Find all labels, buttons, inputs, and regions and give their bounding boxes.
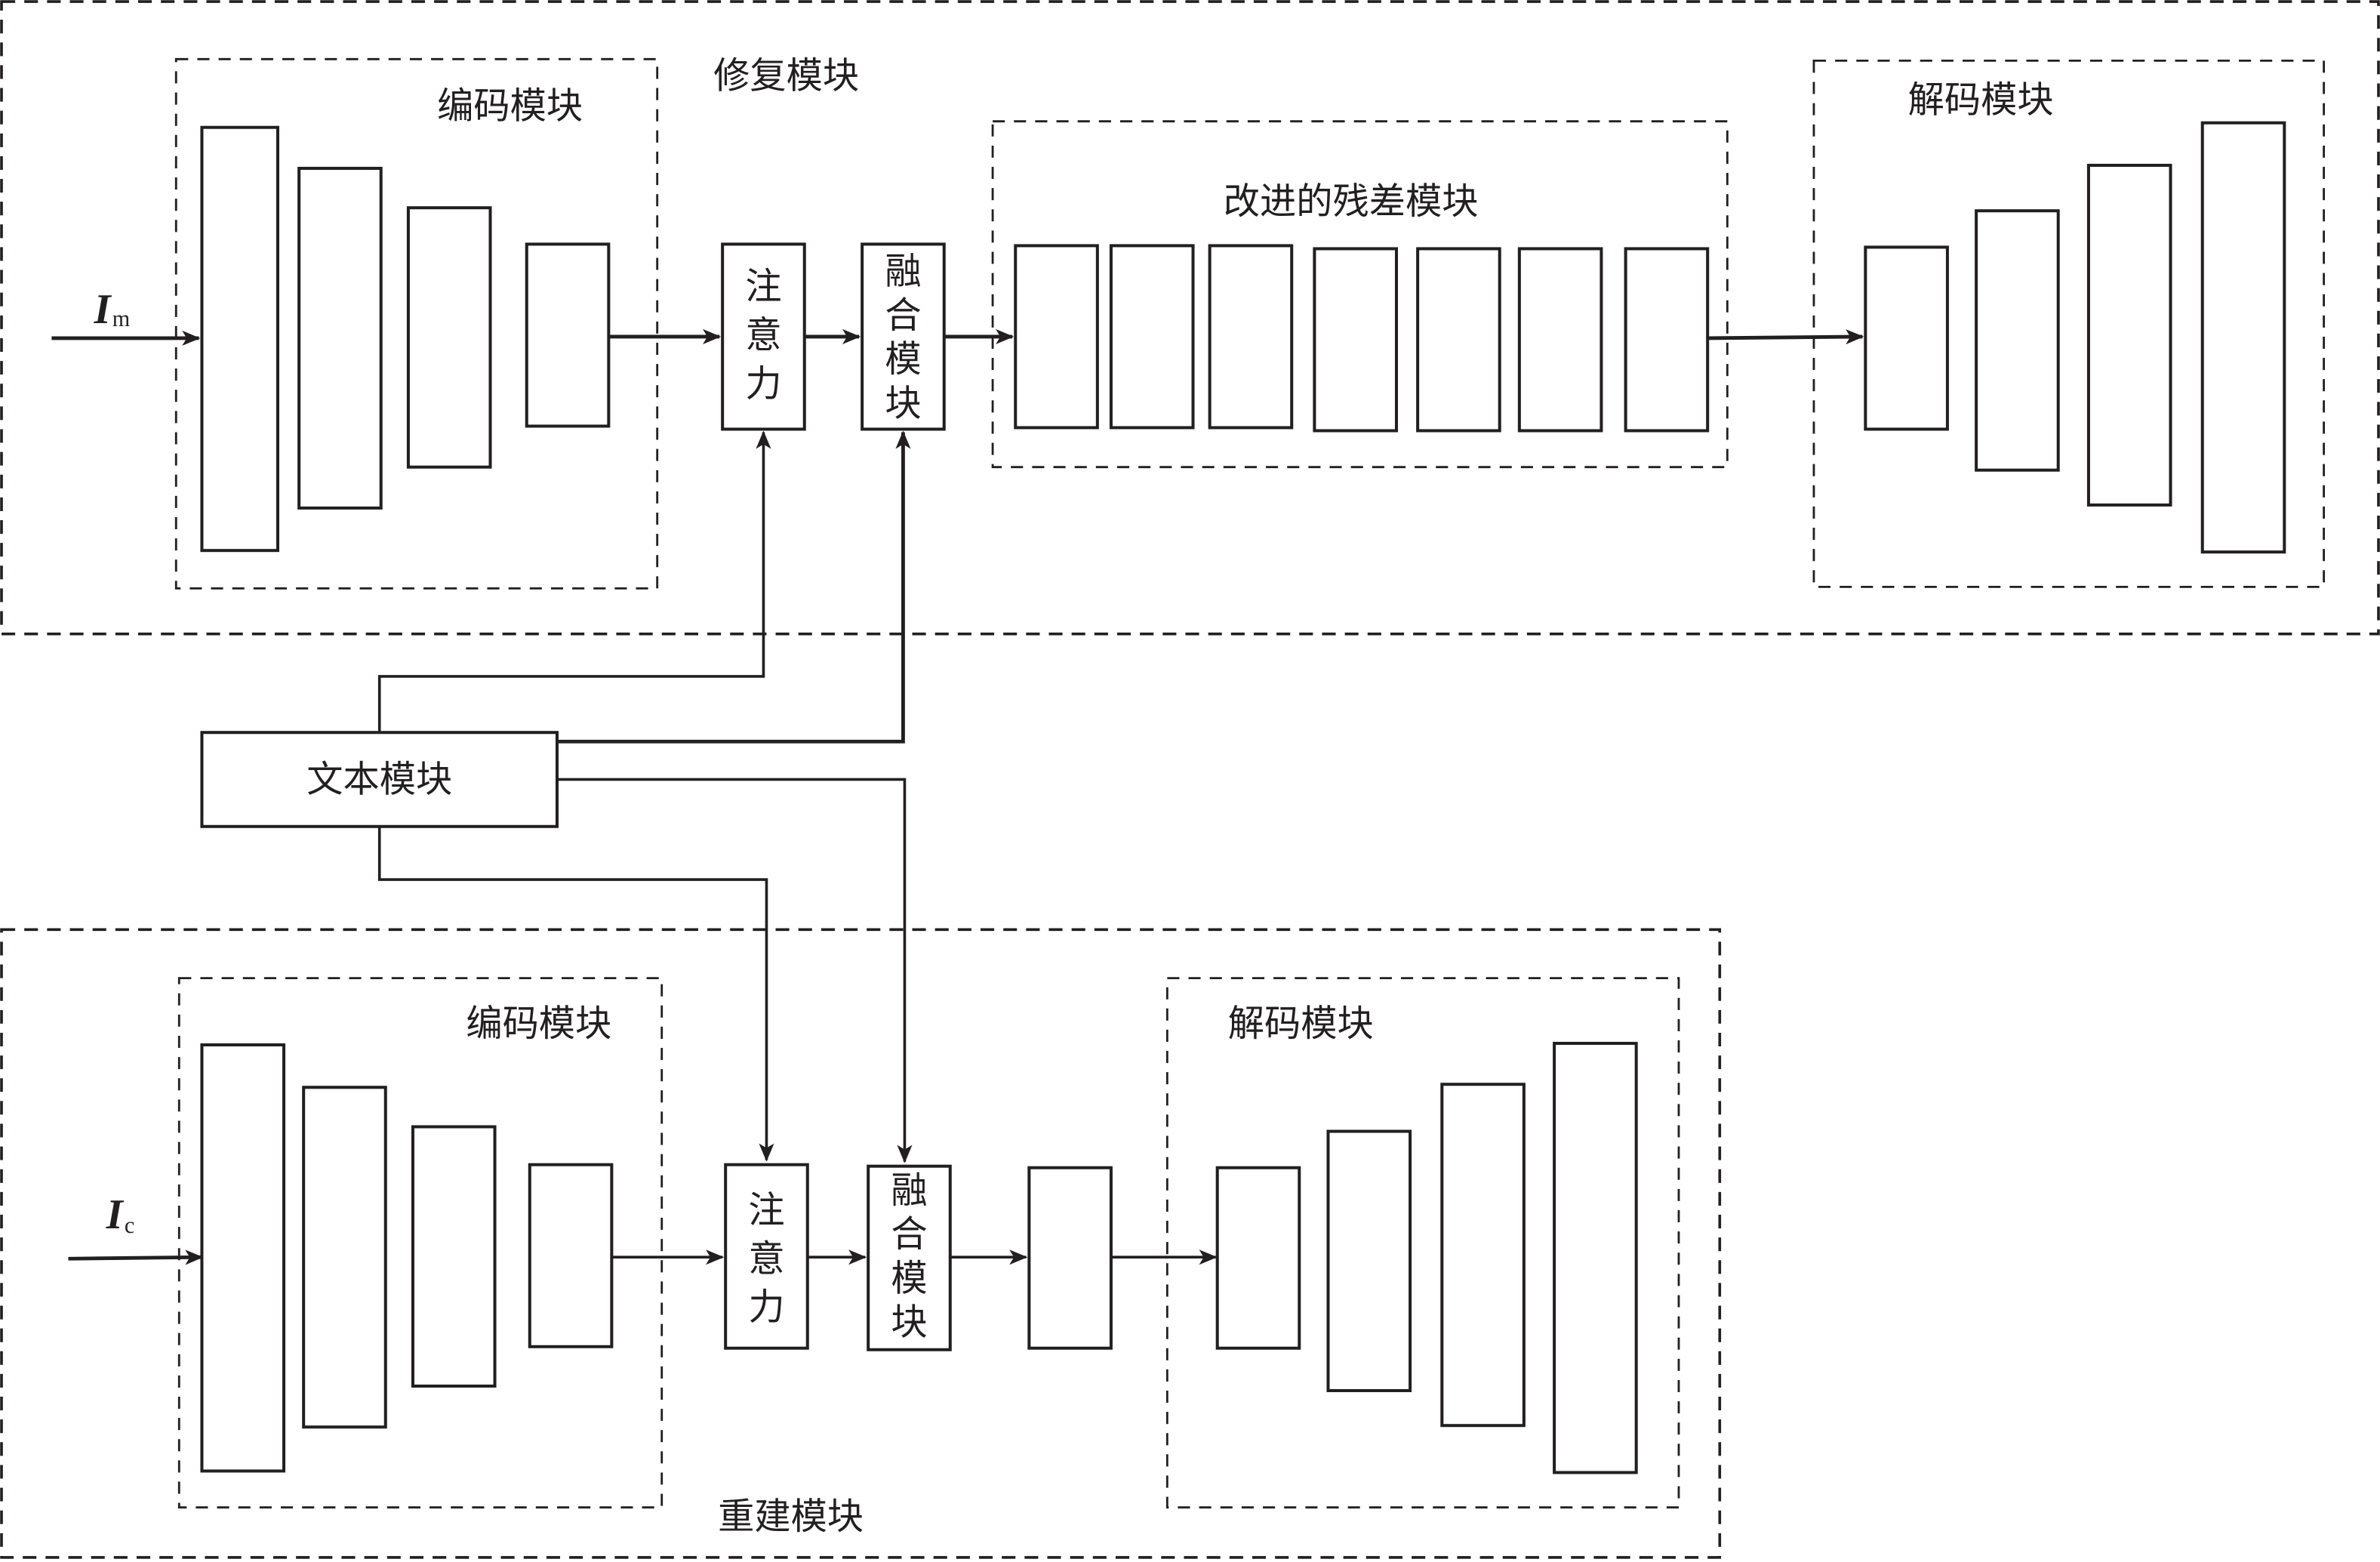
text-to-repair-attention-connector <box>377 430 771 733</box>
input-ic-subscript: c <box>125 1212 134 1238</box>
decoder-layer <box>1215 1166 1301 1350</box>
repair-module-frame <box>0 0 2380 636</box>
encoder-layer <box>200 125 279 553</box>
residual-module-frame <box>991 120 1729 469</box>
repair-decoder: 解码模块 <box>1812 59 2326 588</box>
fusion-char: 块 <box>885 382 921 424</box>
repair-module-title: 修复模块 <box>713 55 859 97</box>
attention-box <box>724 1163 809 1350</box>
text-to-reconstruction-attention-connector <box>377 826 774 1162</box>
intermediate-block <box>1027 1166 1113 1350</box>
reconstruction-decoder: 解码模块 <box>1165 977 1680 1509</box>
residual-block <box>1208 244 1294 430</box>
fusion-char: 模 <box>885 338 921 380</box>
encoder-layer <box>528 1163 614 1348</box>
repair-decoder-frame <box>1812 59 2326 588</box>
encoder-layer <box>297 166 383 510</box>
reconstruction-decoder-title: 解码模块 <box>1228 1003 1374 1045</box>
text-to-reconstruction-fusion-connector <box>556 778 913 1163</box>
residual-module: 改进的残差模块 <box>991 120 1729 469</box>
repair-attention-block: 注 意 力 <box>721 242 806 431</box>
residual-module-title: 改进的残差模块 <box>1224 180 1479 223</box>
residual-block <box>1014 244 1099 430</box>
input-ic-symbol: I <box>106 1191 125 1238</box>
reconstruction-module-frame <box>0 928 1722 1559</box>
decoder-layer <box>1553 1042 1638 1474</box>
repair-decoder-title: 解码模块 <box>1908 79 2054 122</box>
attention-char: 力 <box>745 362 781 405</box>
repair-fusion-block: 融 合 模 块 <box>861 242 946 431</box>
encoder-layer <box>200 1043 286 1473</box>
repair-encoder-title: 编码模块 <box>437 85 583 128</box>
decoder-layer <box>1440 1083 1526 1428</box>
repair-encoder-frame <box>174 57 659 590</box>
repair-encoder: 编码模块 <box>174 57 659 590</box>
reconstruction-module-title: 重建模块 <box>718 1496 864 1538</box>
input-ic-arrow <box>68 1249 204 1265</box>
attention-char: 意 <box>748 1237 784 1280</box>
decoder-layer <box>1975 209 2060 472</box>
residual-block <box>1313 247 1398 433</box>
reconstruction-fusion-block: 融 合 模 块 <box>867 1164 952 1351</box>
reconstruction-encoder-frame <box>177 977 664 1509</box>
text-module: 文本模块 <box>200 731 559 828</box>
encoder-layer <box>411 1125 497 1388</box>
text-to-repair-fusion-connector <box>556 430 911 744</box>
decoder-layer <box>1326 1129 1412 1393</box>
encoder-layer <box>302 1086 387 1429</box>
encoder-layer <box>406 206 492 469</box>
residual-block <box>1416 247 1501 433</box>
input-im-subscript: m <box>112 306 130 331</box>
reconstruction-encoder: 编码模块 <box>177 977 664 1509</box>
residual-block <box>1517 247 1603 433</box>
encoder-layer <box>525 242 611 428</box>
fusion-char: 融 <box>891 1169 927 1212</box>
attention-char: 意 <box>745 314 781 356</box>
fusion-char: 融 <box>885 251 921 293</box>
decoder-layer <box>2086 163 2172 507</box>
fusion-char: 合 <box>885 294 921 337</box>
residual-block <box>1624 247 1710 433</box>
fusion-char: 模 <box>891 1257 927 1299</box>
reconstruction-encoder-title: 编码模块 <box>466 1003 611 1045</box>
attention-char: 力 <box>748 1286 784 1329</box>
decoder-layer <box>1864 245 1949 431</box>
input-im-symbol: I <box>94 286 112 333</box>
attention-char: 注 <box>748 1189 784 1231</box>
repair-module: 修复模块 I m 编码模块 注 意 力 融 合 模 块 <box>0 0 2380 636</box>
reconstruction-module: 重建模块 I c 编码模块 注 意 力 融 合 模 块 <box>0 928 1722 1559</box>
residual-block <box>1109 244 1195 430</box>
reconstruction-attention-block: 注 意 力 <box>724 1163 809 1350</box>
residual-to-decoder-arrow <box>1707 329 1864 345</box>
attention-box <box>721 242 806 431</box>
fusion-char: 合 <box>891 1213 927 1255</box>
text-module-label: 文本模块 <box>306 759 452 801</box>
reconstruction-decoder-frame <box>1165 977 1680 1509</box>
decoder-layer <box>2200 121 2286 554</box>
fusion-char: 块 <box>891 1302 927 1344</box>
attention-char: 注 <box>745 266 781 308</box>
